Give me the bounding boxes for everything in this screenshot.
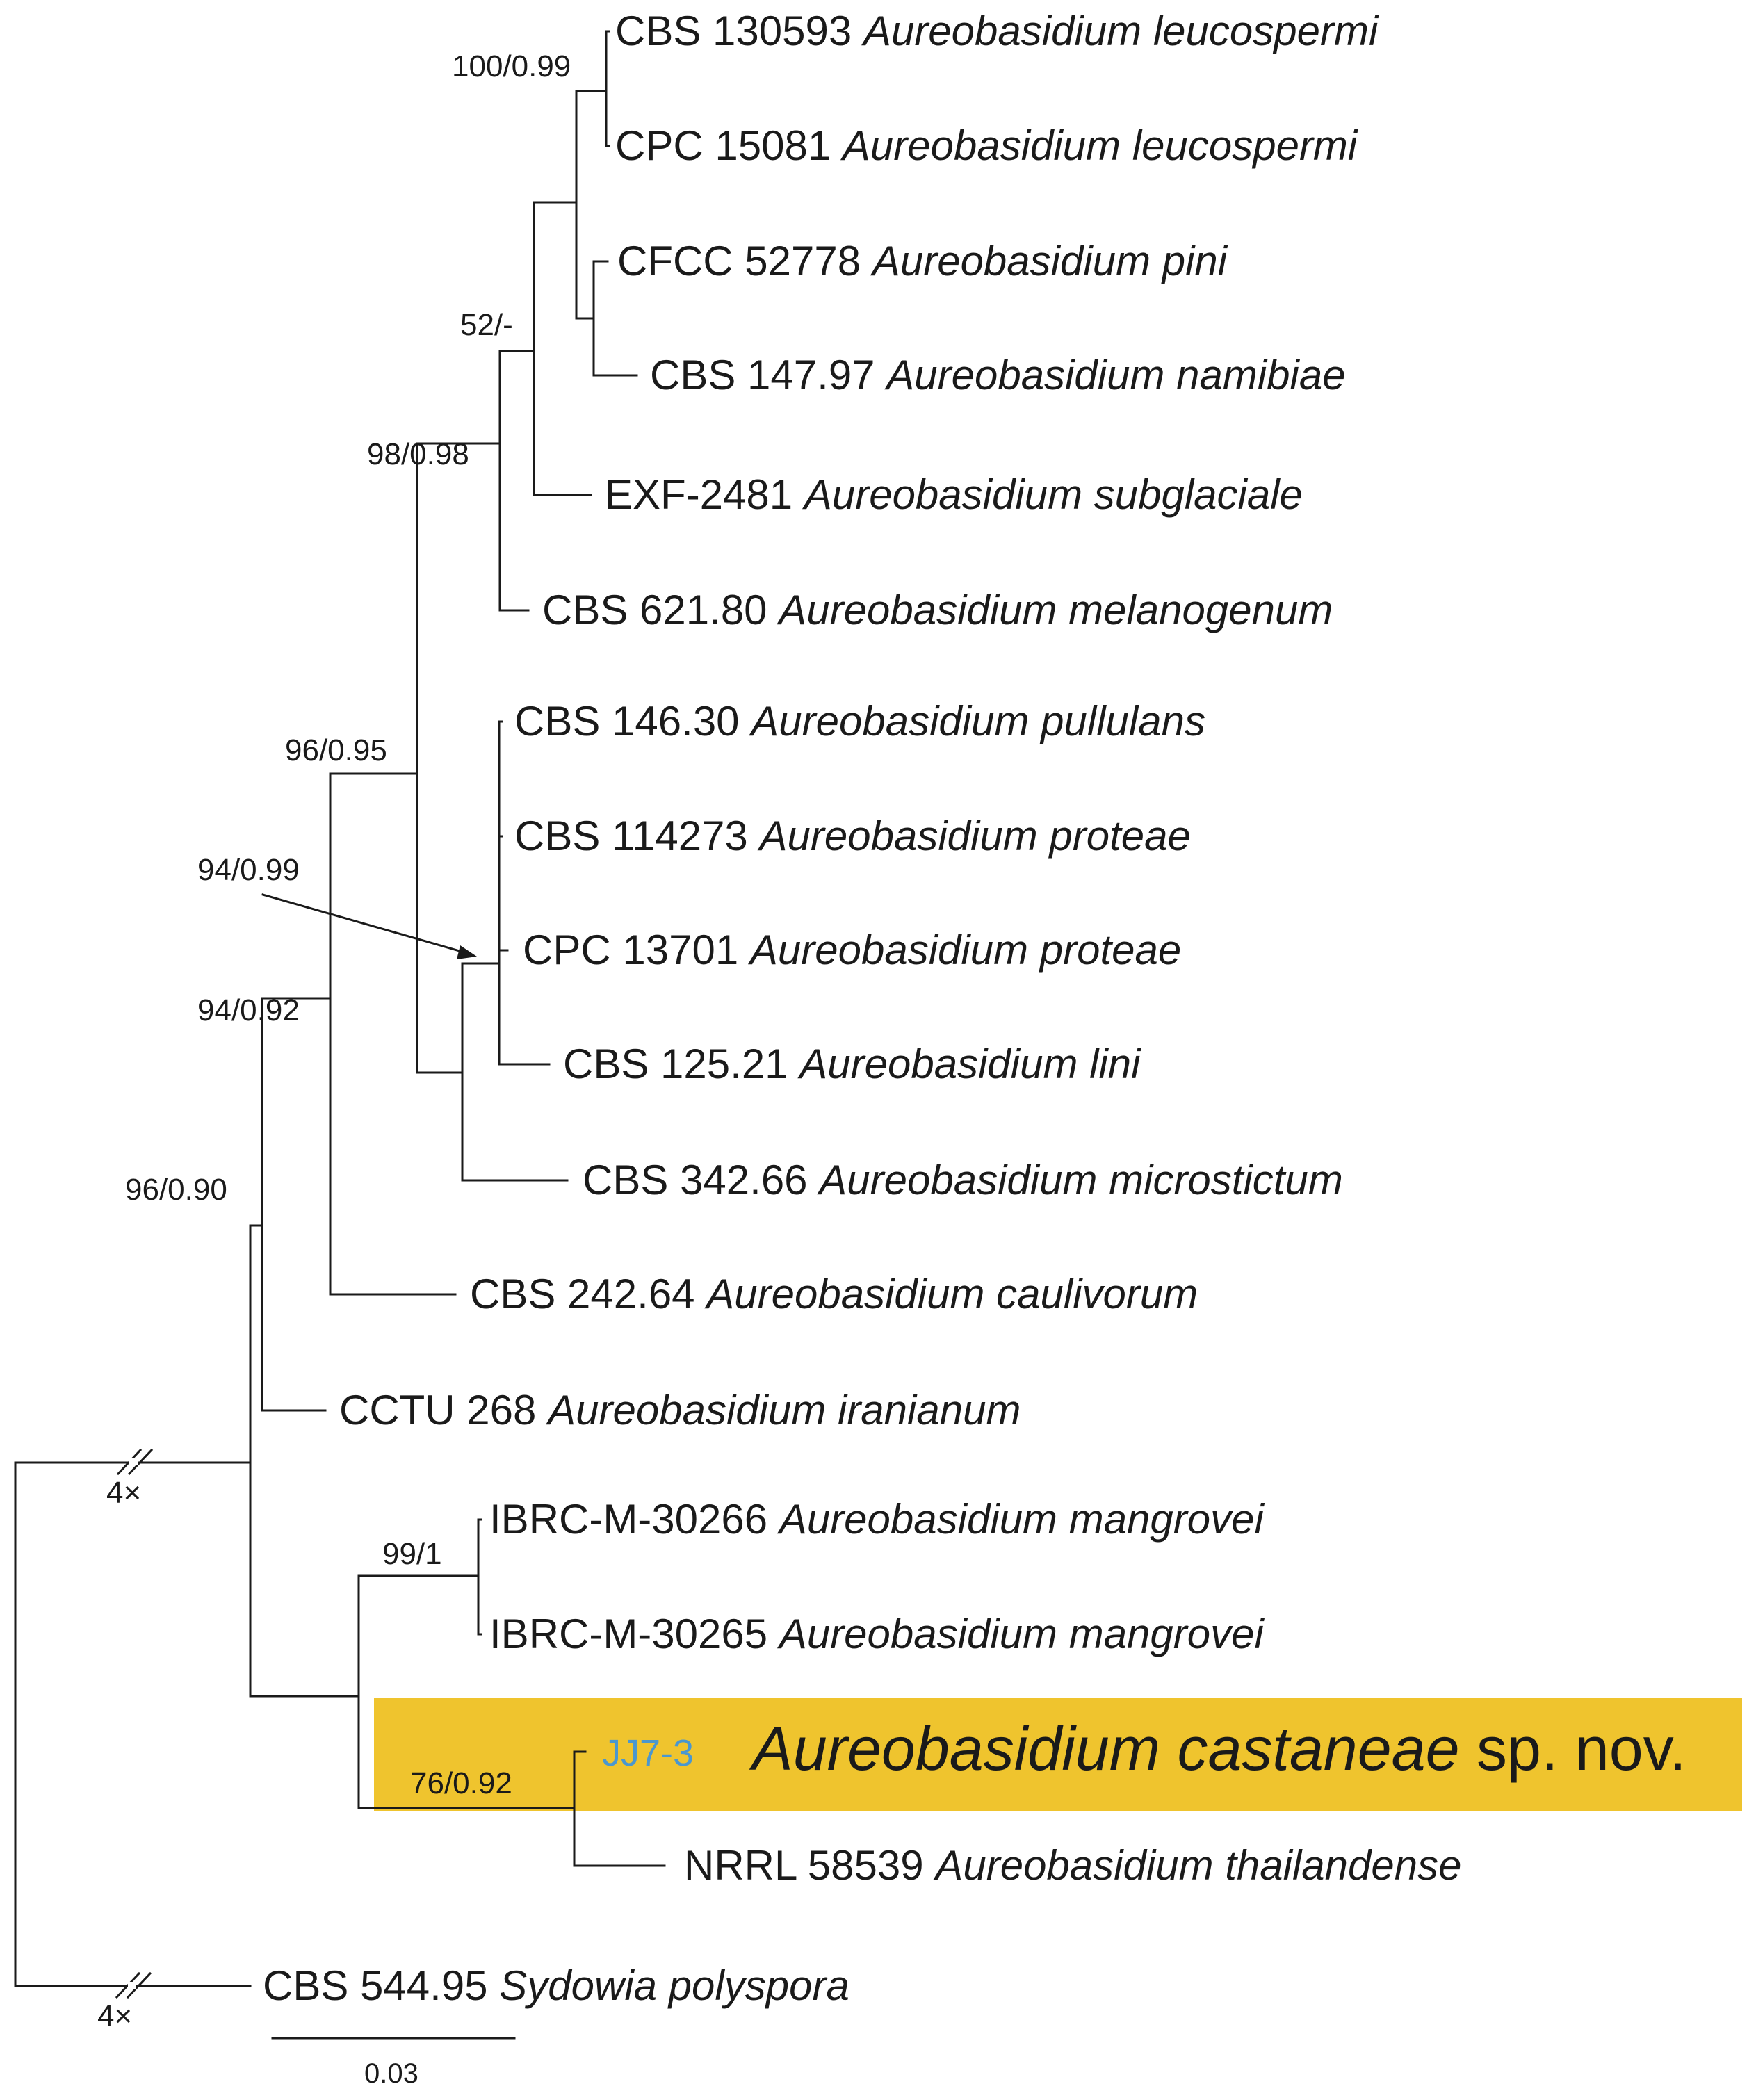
scale-bar: 0.03 [271, 2037, 516, 2089]
new-species-name: Aureobasidium castaneae sp. nov. [749, 1714, 1686, 1783]
support-value: 94/0.99 [197, 853, 300, 887]
leaf-label: CBS 114273 Aureobasidium proteae [514, 813, 1191, 859]
scale-bar-label: 0.03 [364, 2058, 418, 2089]
support-arrow [261, 893, 477, 959]
break-mark-ingroup [116, 1448, 154, 1476]
leaf-label: CBS 544.95 Sydowia polyspora [263, 1962, 849, 2009]
support-value: 99/1 [382, 1537, 442, 1571]
leaf-label: CPC 13701 Aureobasidium proteae [523, 927, 1181, 973]
break-mark-outgroup [115, 1971, 152, 1999]
leaf-label: CBS 621.80 Aureobasidium melanogenum [542, 587, 1333, 633]
support-value: 96/0.90 [125, 1173, 227, 1207]
new-species-highlight [374, 1698, 1742, 1811]
arrow-head [457, 945, 477, 959]
support-value: 94/0.92 [197, 993, 300, 1027]
leaf-label: CBS 146.30 Aureobasidium pullulans [514, 698, 1205, 744]
break-label-outgroup: 4× [97, 1999, 132, 2033]
leaf-label: EXF-2481 Aureobasidium subglaciale [605, 471, 1303, 518]
leaf-label: CBS 342.66 Aureobasidium microstictum [583, 1157, 1343, 1203]
support-value: 100/0.99 [452, 49, 571, 83]
support-value: 52/- [460, 308, 513, 342]
break-label-ingroup: 4× [106, 1476, 141, 1510]
leaf-label: IBRC-M-30266 Aureobasidium mangrovei [489, 1496, 1265, 1543]
support-values: 100/0.99 52/- 98/0.98 96/0.95 94/0.99 94… [125, 49, 571, 1800]
leaf-label: NRRL 58539 Aureobasidium thailandense [684, 1842, 1462, 1889]
leaf-label: CBS 242.64 Aureobasidium caulivorum [470, 1271, 1198, 1317]
support-value: 98/0.98 [367, 437, 469, 471]
leaf-label-new-species: JJ7-3 [602, 1732, 694, 1774]
leaf-label: CPC 15081 Aureobasidium leucospermi [615, 122, 1358, 169]
leaf-label: CBS 147.97 Aureobasidium namibiae [650, 352, 1346, 398]
leaf-labels: CBS 130593 Aureobasidium leucospermi CPC… [263, 8, 1686, 2009]
leaf-label: IBRC-M-30265 Aureobasidium mangrovei [489, 1611, 1265, 1657]
tree-branches [14, 30, 666, 1999]
leaf-label: CFCC 52778 Aureobasidium pini [617, 238, 1228, 284]
leaf-label: CBS 130593 Aureobasidium leucospermi [615, 8, 1379, 54]
leaf-label: CBS 125.21 Aureobasidium lini [563, 1041, 1141, 1087]
leaf-label: CCTU 268 Aureobasidium iranianum [339, 1387, 1021, 1433]
support-value: 76/0.92 [410, 1766, 512, 1800]
support-value: 96/0.95 [285, 733, 387, 767]
